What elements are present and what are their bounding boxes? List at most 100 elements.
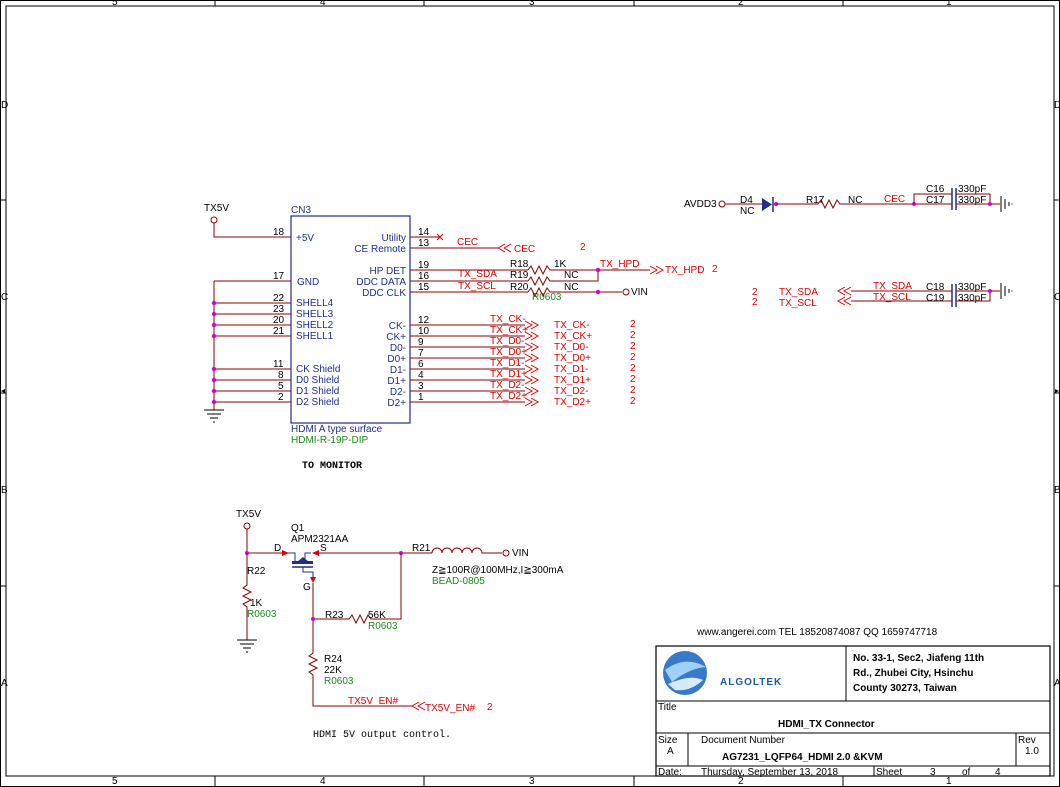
pin-num: 22	[273, 293, 285, 304]
pin-num: 10	[418, 326, 430, 337]
pin-label-shield: CK Shield	[296, 364, 340, 375]
r17-ref: R17	[806, 195, 825, 206]
row-label: C	[1, 292, 8, 303]
hdmi-connector-cn3: CN3 +5V GND SHELL4 SHELL3 SHELL2 SHELL1 …	[290, 205, 411, 472]
pin-label-right: D0-	[390, 343, 406, 354]
q1-source-label: S	[320, 543, 327, 554]
row-label: B	[1, 485, 8, 496]
r20-val: NC	[564, 282, 578, 293]
contact-line: www.angerei.com TEL 18520874087 QQ 16597…	[696, 627, 938, 638]
pin-num: 14	[418, 227, 430, 238]
r22-val: 1K	[250, 598, 263, 609]
pin-label-shell: SHELL1	[296, 331, 334, 342]
pin-label-right: D0+	[387, 354, 406, 365]
pin-label-shield: D0 Shield	[296, 375, 339, 386]
q1-gate-label: G	[303, 582, 311, 593]
sheet-ref: 2	[630, 330, 636, 341]
net-tx-scl: TX_SCL	[458, 281, 496, 292]
connector-desc: HDMI A type surface	[291, 424, 383, 435]
pin-num: 9	[418, 337, 424, 348]
pin-num: 2	[278, 392, 284, 403]
row-label-right: C	[1054, 292, 1060, 303]
row-label: A	[1, 678, 8, 689]
hs-net: TX_D0-	[490, 336, 524, 347]
pin-num: 17	[273, 271, 285, 282]
sheet-ref: 2	[712, 264, 718, 275]
pin-label-right: CK-	[389, 321, 406, 332]
col-label-bottom: 5	[112, 776, 118, 787]
pin-num: 21	[273, 326, 285, 337]
col-label: 4	[320, 0, 326, 8]
offpage-hs-net: TX_CK+	[554, 331, 592, 342]
hs-net: TX_D1+	[490, 369, 527, 380]
rev-value: 1.0	[1025, 746, 1039, 757]
pin-label-right: D1-	[390, 365, 406, 376]
net-tx5v: TX5V	[204, 203, 229, 214]
sheet-ref: 2	[630, 385, 636, 396]
hs-net: TX_D0+	[490, 347, 527, 358]
c19-val: 330pF	[958, 293, 986, 304]
net-avdd3: AVDD3	[684, 199, 717, 210]
q1-ref: Q1	[291, 523, 305, 534]
d4-val: NC	[740, 206, 754, 217]
pin-label-right: DDC CLK	[362, 288, 406, 299]
col-label-bottom: 3	[529, 776, 535, 787]
pin-label-right: CK+	[386, 332, 406, 343]
r21-pkg: BEAD-0805	[432, 576, 485, 587]
pin-num: 7	[418, 348, 424, 359]
net-tx-hpd: TX_HPD	[600, 259, 639, 270]
connector-part: HDMI-R-19P-DIP	[291, 435, 369, 446]
sheet-ref: 2	[630, 319, 636, 330]
c17-ref: C17	[926, 195, 945, 206]
hs-net: TX_CK+	[490, 325, 528, 336]
c16-val: 330pF	[958, 184, 986, 195]
pin-label-right: CE Remote	[354, 244, 406, 255]
r24-val: 22K	[324, 665, 342, 676]
of-label: of	[962, 767, 971, 778]
hs-net: TX_D2-	[490, 380, 524, 391]
net-tx-sda-cap: TX_SDA	[873, 281, 912, 292]
pin-num: 11	[273, 359, 284, 370]
docnum-label: Document Number	[701, 735, 786, 746]
offpage-hs-net: TX_D1-	[554, 364, 588, 375]
c18-val: 330pF	[958, 282, 986, 293]
sheet-ref: 2	[630, 363, 636, 374]
r20-pkg: R0603	[532, 292, 562, 303]
connector-right-wiring: 14 13 19 16 15 12 10 9 7 6 4 3 1 CEC CEC…	[410, 227, 718, 408]
date-label: Date:	[658, 767, 682, 778]
hs-net: TX_CK-	[490, 314, 526, 325]
row-label-right: B	[1054, 485, 1060, 496]
sheet-ref: 2	[630, 352, 636, 363]
title-label: Title	[658, 702, 677, 713]
row-label: D	[1, 100, 8, 111]
connector-ref: CN3	[291, 205, 311, 216]
pin-num: 3	[418, 381, 424, 392]
r24-pkg: R0603	[324, 676, 354, 687]
address-line: No. 33-1, Sec2, Jiafeng 11th	[853, 653, 984, 664]
net-vin: VIN	[631, 287, 648, 298]
col-label-bottom: 1	[946, 776, 952, 787]
rev-label: Rev	[1018, 735, 1036, 746]
net-tx5v-switch: TX5V	[236, 509, 261, 520]
sheet-ref: 2	[630, 341, 636, 352]
title-block: ALGOLTEK No. 33-1, Sec2, Jiafeng 11th Rd…	[655, 645, 1051, 778]
tx5v-power-switch: TX5V R22 1K R0603 D Q1 APM2321AA S G R21…	[236, 509, 564, 741]
offpage-tx5v-en: TX5V_EN#	[425, 703, 475, 714]
company-name: ALGOLTEK	[720, 677, 782, 688]
cec-protection-circuit: AVDD3 D4 NC R17 NC CEC C16 C17 330pF 330…	[684, 184, 1013, 217]
col-label: 2	[738, 0, 744, 8]
pin-label-right: DDC DATA	[356, 277, 406, 288]
r19-ref: R19	[510, 270, 529, 281]
pin-label-shell: SHELL4	[296, 298, 334, 309]
pin-label-shield: D1 Shield	[296, 386, 339, 397]
pin-num: 12	[418, 315, 430, 326]
offpage-hs-net: TX_D0+	[554, 353, 591, 364]
offpage-cec: CEC	[514, 244, 535, 255]
sheet-ref: 2	[752, 297, 758, 308]
hs-net: TX_D1-	[490, 358, 524, 369]
offpage-tx-hpd: TX_HPD	[665, 265, 704, 276]
d4-ref: D4	[740, 195, 753, 206]
pin-num: 1	[418, 392, 424, 403]
sheet-label: Sheet	[876, 767, 902, 778]
